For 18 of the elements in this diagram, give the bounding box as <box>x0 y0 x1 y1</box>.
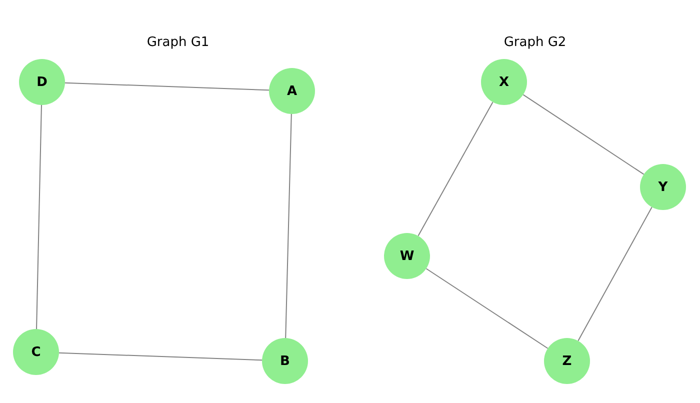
edge-line <box>578 206 652 342</box>
graph-node: Z <box>544 338 590 384</box>
edge-line <box>64 82 270 91</box>
graph-node: Y <box>640 164 686 210</box>
edge-line <box>418 102 494 236</box>
graph-node: C <box>13 329 59 375</box>
graph-title: Graph G2 <box>504 35 566 50</box>
edge-line <box>426 268 548 349</box>
graph-title: Graph G1 <box>146 35 210 50</box>
graph-node: X <box>481 59 527 105</box>
graph-node: W <box>384 233 430 279</box>
graph-node: A <box>269 68 315 114</box>
edge-line <box>522 94 644 175</box>
edge-line <box>36 104 42 330</box>
graph-node: B <box>262 338 308 384</box>
edge-line <box>58 352 263 361</box>
graph-node: D <box>19 59 65 105</box>
edge-line <box>285 114 292 338</box>
